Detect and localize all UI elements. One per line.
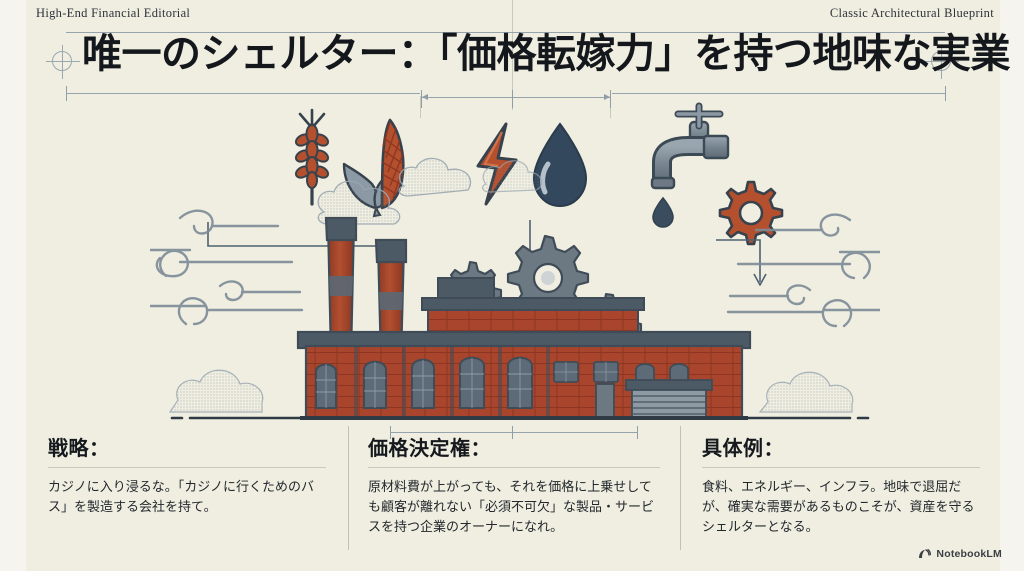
dimension-tick-2 bbox=[421, 90, 422, 108]
cloud-texture-right bbox=[758, 371, 854, 413]
header-right-label: Classic Architectural Blueprint bbox=[829, 6, 994, 20]
column-strategy: 戦略： カジノに入り浸るな。「カジノに行くためのバス」を製造する会社を持て。 bbox=[48, 432, 326, 517]
paper-left-edge bbox=[0, 0, 26, 571]
paper-right-edge bbox=[1000, 0, 1024, 571]
wind-swirls-left bbox=[148, 209, 304, 326]
factory-building bbox=[296, 277, 752, 420]
column-examples-heading: 具体例： bbox=[702, 438, 784, 460]
smoke-plume bbox=[317, 157, 543, 225]
guide-vertical-center bbox=[512, 0, 513, 110]
paper-surface bbox=[26, 0, 1000, 571]
dimension-line-top-right bbox=[612, 93, 946, 94]
arrow-infrastructure-to-factory bbox=[716, 239, 767, 286]
dimension-tick-f2 bbox=[512, 426, 513, 439]
dimension-line-top-left bbox=[66, 93, 420, 94]
guide-vertical-left bbox=[420, 96, 421, 118]
column-examples-body: 食料、エネルギー、インフラ。地味で退屈だが、確実な需要があるものこそが、資産を守… bbox=[702, 479, 975, 535]
crosshair-marker-right bbox=[925, 45, 959, 79]
guide-plus-top-left bbox=[60, 26, 73, 39]
dimension-tick-3 bbox=[512, 90, 513, 108]
cloud-texture-left bbox=[168, 369, 264, 413]
dimension-line-title-top bbox=[66, 32, 945, 33]
faucet-icon bbox=[650, 102, 730, 228]
dimension-arrow-right bbox=[604, 94, 610, 100]
gear-icon bbox=[718, 180, 784, 246]
column-divider-1 bbox=[348, 426, 349, 550]
dimension-tick-4 bbox=[610, 90, 611, 108]
guide-plus-bottom-left bbox=[60, 87, 73, 100]
wind-swirls-right bbox=[726, 213, 882, 328]
column-pricing-power-body: 原材料費が上がっても、それを価格に上乗せしても顧客が離れない「必須不可欠」な製品… bbox=[368, 479, 655, 535]
illustration-area bbox=[148, 100, 882, 430]
column-divider-2 bbox=[680, 426, 681, 550]
column-pricing-power-heading: 価格決定権： bbox=[368, 438, 491, 460]
dimension-line-top-mid bbox=[422, 97, 610, 98]
header-left-label: High-End Financial Editorial bbox=[36, 6, 191, 20]
column-examples: 具体例： 食料、エネルギー、インフラ。地味で退屈だが、確実な需要があるものこそが… bbox=[702, 432, 980, 537]
page-title: 唯一のシェルター：「価格転嫁力」を持つ地味な実業 bbox=[82, 32, 1011, 76]
column-strategy-rule bbox=[48, 467, 326, 468]
column-pricing-power: 価格決定権： 原材料費が上がっても、それを価格に上乗せしても顧客が離れない「必須… bbox=[368, 432, 660, 537]
wheat-icon bbox=[294, 108, 330, 206]
dimension-tick-1 bbox=[66, 86, 67, 101]
column-strategy-heading: 戦略： bbox=[48, 438, 110, 460]
column-pricing-power-rule bbox=[368, 467, 660, 468]
lightning-bolt-icon bbox=[476, 122, 518, 206]
dimension-tick-f1 bbox=[390, 426, 391, 439]
notebooklm-label: NotebookLM bbox=[936, 548, 1002, 560]
notebooklm-icon bbox=[919, 548, 932, 558]
crosshair-marker-left bbox=[46, 45, 80, 79]
column-examples-rule bbox=[702, 467, 980, 468]
guide-plus-bottom-right bbox=[939, 87, 952, 100]
water-drop-icon bbox=[532, 122, 588, 208]
notebooklm-brand: NotebookLM bbox=[917, 548, 1002, 560]
dimension-tick-f3 bbox=[637, 426, 638, 439]
column-strategy-body: カジノに入り浸るな。「カジノに行くためのバス」を製造する会社を持て。 bbox=[48, 479, 314, 515]
dimension-arrow-left bbox=[422, 94, 428, 100]
dimension-tick-5 bbox=[945, 86, 946, 101]
dimension-line-factory bbox=[390, 432, 638, 433]
insight-columns: 戦略： カジノに入り浸るな。「カジノに行くためのバス」を製造する会社を持て。 価… bbox=[26, 426, 1000, 552]
water-drop-small-icon bbox=[652, 196, 674, 228]
